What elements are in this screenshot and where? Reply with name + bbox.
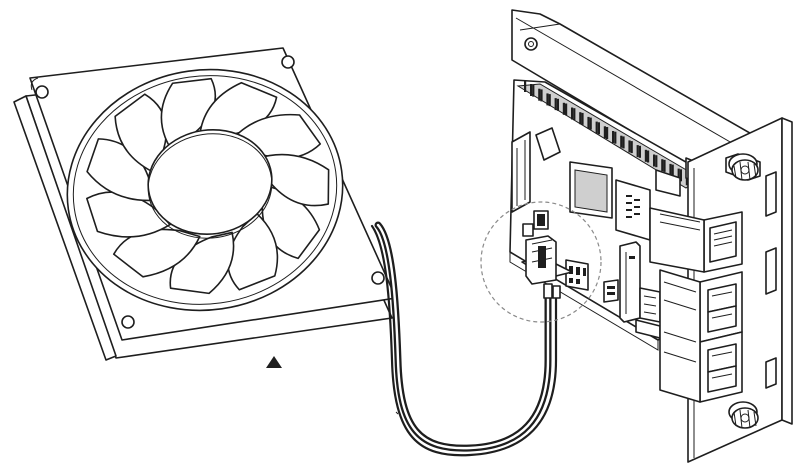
header-pin	[540, 89, 543, 102]
usb-ports	[659, 269, 743, 403]
header-pin	[556, 98, 559, 111]
header-pin	[628, 140, 631, 153]
header-pin	[530, 84, 533, 96]
fan-frame-side	[13, 95, 117, 361]
thumb-screw-top	[725, 153, 761, 181]
header-pin	[595, 121, 598, 134]
vertical-connector	[619, 241, 641, 323]
header-pin	[614, 131, 617, 144]
edge-connector	[511, 131, 531, 213]
header-pin	[636, 145, 639, 158]
header-pin	[579, 112, 582, 125]
header-pin	[587, 116, 590, 129]
header-pin	[620, 135, 623, 148]
header-pin	[546, 93, 549, 106]
thumb-screw-bottom	[728, 401, 759, 429]
header-pin	[671, 164, 674, 177]
header-pin	[679, 169, 682, 182]
header-pin	[606, 127, 609, 139]
gpio-header	[516, 80, 701, 189]
mounting-bracket	[649, 117, 793, 463]
header-pin	[562, 102, 565, 115]
ethernet-port	[649, 207, 743, 273]
header-pin	[630, 141, 633, 154]
cable-black-wire	[370, 224, 558, 457]
header-pin	[647, 150, 650, 163]
header-pin	[571, 107, 574, 120]
header-pin	[573, 108, 576, 121]
header-pin	[581, 112, 584, 125]
header-pin	[685, 173, 688, 186]
memory-chip	[615, 179, 651, 241]
cooling-fan	[13, 47, 397, 361]
header-pin	[644, 149, 647, 162]
header-pin	[532, 84, 535, 97]
header-pin	[677, 168, 680, 181]
header-pin	[612, 131, 615, 143]
header-pin	[603, 126, 606, 139]
direction-marker-triangle	[266, 356, 282, 368]
fan-blades	[86, 77, 330, 295]
header-pin	[622, 136, 625, 149]
fan-blade	[255, 153, 330, 207]
header-pin	[638, 145, 641, 158]
header-pin	[655, 155, 658, 168]
fan-cable	[370, 221, 558, 457]
header-pin	[653, 154, 656, 167]
fan-connector	[521, 235, 573, 299]
fan-mounting-holes	[35, 55, 385, 329]
header-pin	[554, 98, 557, 111]
header-pin	[597, 122, 600, 135]
header-pin	[663, 159, 666, 172]
header-pin	[565, 103, 568, 116]
header-pin	[548, 94, 551, 107]
header-pin	[589, 117, 592, 130]
header-pin	[524, 80, 527, 92]
header-pin	[661, 159, 664, 172]
highlight-circle	[480, 201, 602, 323]
cable-red-wire	[376, 223, 550, 450]
header-pin	[538, 88, 541, 101]
fan-header	[565, 259, 589, 291]
header-pin	[669, 163, 672, 176]
